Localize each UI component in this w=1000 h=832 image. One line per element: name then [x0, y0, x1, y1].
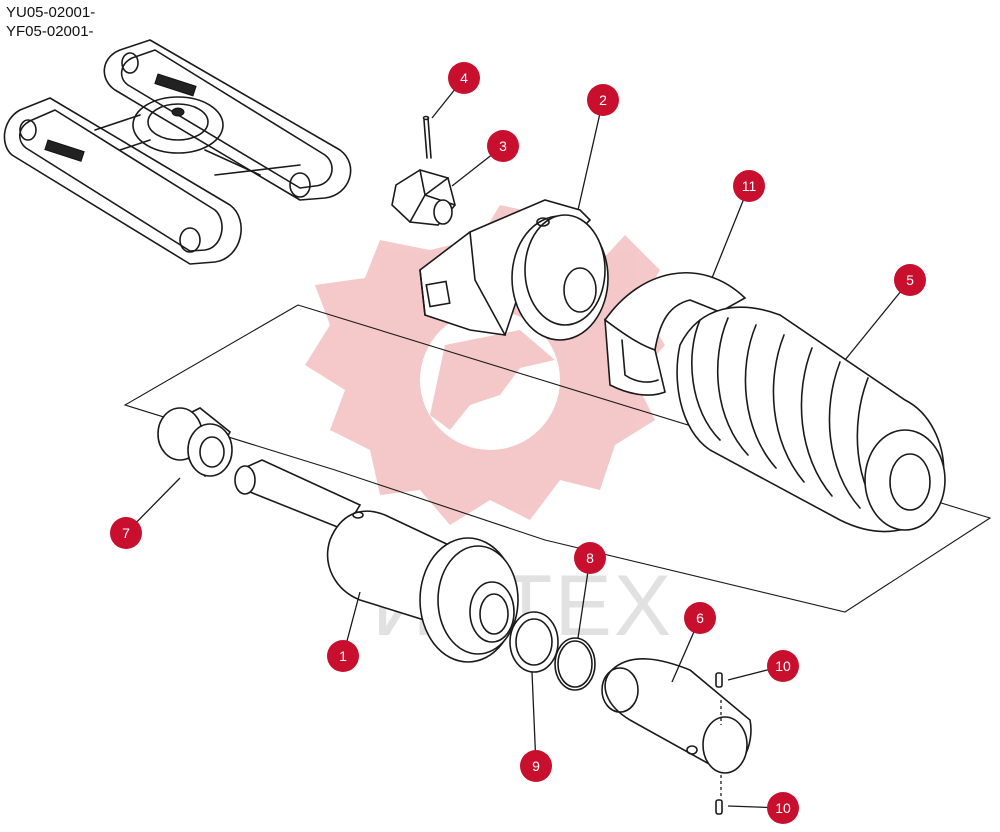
part-8-o-ring [554, 637, 596, 691]
svg-text:9: 9 [532, 758, 540, 774]
model-code: YU05-02001- [6, 4, 96, 21]
callout-8: 8 [574, 542, 606, 574]
callout-10a: 10 [767, 650, 799, 682]
part-5-recoil-spring [676, 306, 946, 533]
callout-11: 11 [733, 170, 765, 202]
svg-text:10: 10 [775, 800, 791, 816]
part-6-idler-pin [601, 658, 752, 774]
svg-text:4: 4 [460, 70, 468, 86]
part-1-idler-wheel [234, 459, 519, 663]
part-2-yoke-bracket [419, 199, 609, 341]
part-9-floating-seal [509, 611, 559, 673]
callout-6: 6 [684, 602, 716, 634]
part-7-bushing [157, 407, 233, 478]
part-11-spring-guide [603, 272, 747, 396]
callout-10b: 10 [767, 792, 799, 824]
part-3-hex-nut [391, 169, 456, 226]
svg-text:7: 7 [122, 525, 130, 541]
svg-text:5: 5 [906, 272, 914, 288]
part-10-pin-top [715, 672, 723, 725]
svg-text:11: 11 [742, 178, 757, 194]
callout-5: 5 [894, 264, 926, 296]
svg-text:3: 3 [499, 138, 507, 154]
svg-text:6: 6 [696, 610, 704, 626]
svg-text:8: 8 [586, 550, 594, 566]
svg-text:1: 1 [339, 648, 347, 664]
model-code: YF05-02001- [6, 23, 94, 40]
explosion-plane [123, 304, 992, 613]
svg-text:10: 10 [775, 658, 791, 674]
callout-9: 9 [520, 750, 552, 782]
part-10-pin-bottom [715, 775, 723, 815]
callout-4: 4 [448, 62, 480, 94]
callout-1: 1 [327, 640, 359, 672]
callout-3: 3 [487, 130, 519, 162]
model-codes: YU05-02001- YF05-02001- [6, 3, 95, 41]
undercarriage-overview [3, 39, 352, 265]
callout-7: 7 [110, 517, 142, 549]
svg-text:2: 2 [599, 92, 607, 108]
callout-2: 2 [587, 84, 619, 116]
part-4-grease-pin [422, 115, 432, 159]
